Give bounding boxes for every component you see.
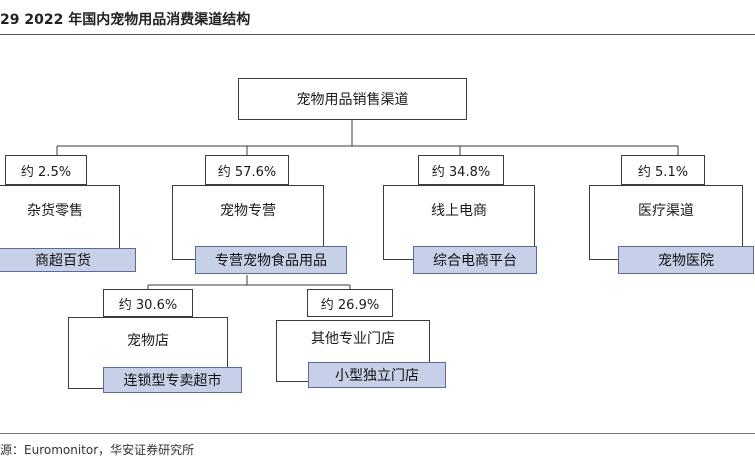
channel-share-label: 约 5.1%	[637, 164, 689, 180]
channel-tag-label: 宠物医院	[658, 253, 714, 269]
channel-tag-label: 专营宠物食品用品	[215, 253, 327, 269]
sub-share-1: 约 30.6%	[103, 289, 193, 317]
channel-label: 医疗渠道	[638, 202, 694, 219]
source-note: 源：Euromonitor，华安证券研究所	[0, 443, 195, 457]
channel-tag-label: 商超百货	[35, 253, 91, 269]
channel-node-1: 杂货零售	[0, 185, 120, 260]
channel-label: 线上电商	[431, 202, 487, 219]
channel-tag-2: 专营宠物食品用品	[195, 246, 347, 274]
channel-label: 宠物专营	[220, 202, 276, 219]
root-label: 宠物用品销售渠道	[296, 92, 409, 108]
channel-share-4: 约 5.1%	[621, 155, 705, 185]
channel-share-2: 约 57.6%	[205, 155, 289, 185]
channel-share-label: 约 57.6%	[217, 164, 277, 180]
sub-tag-label: 连锁型专卖超市	[123, 373, 222, 389]
sub-label: 宠物店	[127, 333, 169, 349]
channel-share-3: 约 34.8%	[418, 155, 504, 185]
source-rule	[0, 433, 755, 434]
channel-share-label: 约 34.8%	[431, 164, 491, 180]
sub-tag-1: 连锁型专卖超市	[103, 367, 242, 393]
channel-tag-3: 综合电商平台	[413, 246, 537, 274]
sub-tag-label: 小型独立门店	[335, 368, 419, 384]
channel-share-1: 约 2.5%	[5, 155, 87, 185]
sub-label: 其他专业门店	[311, 331, 395, 347]
caption-rule	[0, 34, 755, 35]
channel-tag-label: 综合电商平台	[433, 253, 517, 269]
channel-tag-1: 商超百货	[0, 248, 136, 272]
channel-tag-4: 宠物医院	[618, 246, 754, 274]
channel-label: 杂货零售	[27, 202, 83, 219]
channel-share-label: 约 2.5%	[20, 164, 72, 180]
sub-share-2: 约 26.9%	[307, 289, 393, 317]
figure-caption: 29 2022 年国内宠物用品消费渠道结构	[0, 12, 251, 28]
sub-tag-2: 小型独立门店	[308, 362, 446, 388]
root-node: 宠物用品销售渠道	[238, 78, 467, 120]
sub-share-label: 约 30.6%	[118, 297, 178, 313]
sub-share-label: 约 26.9%	[320, 297, 380, 313]
